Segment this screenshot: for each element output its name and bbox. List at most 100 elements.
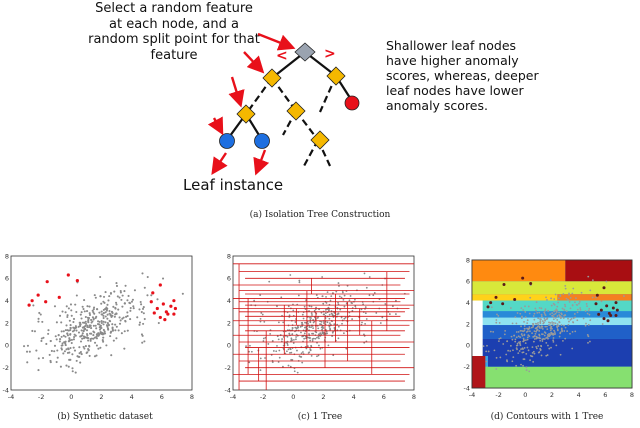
point [365,286,368,289]
point [360,308,363,311]
x-tick-label: -4 [469,391,475,399]
normal-point [86,326,89,329]
normal-point [555,325,558,328]
normal-point [93,294,96,297]
normal-point [589,289,592,292]
point [304,326,306,329]
normal-point [526,322,529,325]
normal-point [529,296,532,299]
normal-point [59,338,62,341]
normal-point [68,319,71,322]
normal-point [537,317,540,320]
normal-point [83,347,86,350]
normal-point [520,348,522,351]
point [343,305,346,308]
normal-point [541,340,544,342]
x-tick-label: 4 [577,391,581,399]
normal-point [534,332,537,335]
normal-point [113,290,116,293]
point [364,322,367,325]
normal-point [557,324,560,327]
normal-point [595,296,597,299]
normal-point [48,353,51,356]
normal-point [47,332,50,335]
point [280,296,283,299]
point [281,338,283,340]
anomaly-point [595,293,599,297]
normal-point [140,310,143,314]
normal-point [115,284,119,287]
x-tick-label: 6 [160,393,164,401]
normal-point [520,333,523,336]
normal-point [495,356,498,359]
normal-point [74,371,77,374]
normal-point [588,307,591,310]
normal-point [550,304,553,307]
normal-point [115,325,118,328]
point [259,320,262,323]
point [305,347,308,350]
point [286,342,289,345]
normal-point [99,346,102,349]
normal-point [143,340,146,343]
normal-point [523,327,526,330]
normal-point [544,309,547,312]
normal-point [554,312,557,315]
normal-point [536,312,539,314]
normal-point [532,350,535,353]
normal-point [69,303,73,306]
normal-point [535,345,538,348]
point [319,332,322,335]
normal-point [589,340,591,343]
normal-point [110,354,113,357]
anomaly-point [151,291,155,295]
x-tick-label: 6 [603,391,607,399]
point [287,305,290,308]
normal-point [74,303,77,306]
normal-point [623,295,625,297]
normal-point [586,305,588,308]
anomaly-point [152,311,156,315]
normal-point [556,315,559,317]
point [248,350,250,353]
point [330,295,333,298]
point [375,312,378,314]
normal-point [541,325,544,328]
normal-point [93,341,97,344]
edge [245,77,273,115]
normal-point [537,321,539,324]
normal-point [114,323,117,326]
normal-point [567,317,569,320]
point [299,325,302,328]
point [328,325,331,328]
normal-point [104,307,107,310]
normal-point [50,349,53,353]
normal-point [584,324,587,327]
normal-point [114,306,117,309]
anomaly-point [158,283,162,287]
normal-point [69,346,72,350]
normal-point [576,304,579,306]
point [329,327,331,330]
normal-point [66,332,69,335]
anomaly-point [606,319,610,323]
point [315,294,318,297]
normal-point [510,335,513,338]
contour-region [472,366,632,388]
x-tick-label: -4 [8,393,14,401]
y-tick-label: -2 [3,364,9,372]
normal-point [40,339,43,343]
normal-point [540,318,542,321]
y-tick-label: 8 [5,252,9,260]
point [292,309,295,312]
normal-point [84,345,87,348]
tree-nodes [219,42,360,150]
normal-point [39,313,42,316]
normal-point [103,330,106,333]
point [253,299,256,302]
normal-point [105,324,109,327]
normal-point [520,307,523,310]
normal-point [65,364,68,367]
